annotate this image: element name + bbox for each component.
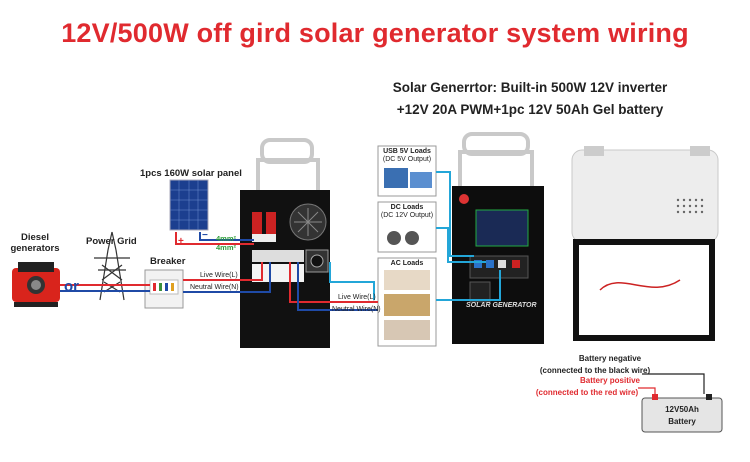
breaker-label: Breaker [150,256,186,267]
breaker-icon [144,269,184,309]
page-title: 12V/500W off gird solar generator system… [61,18,689,48]
grid-live-wire-label: Live Wire(L) [200,272,238,279]
grid-neutral-wire-label: Neutral Wire(N) [190,284,239,291]
ac-neutral-wire-label: Neutral Wire(N) [332,306,381,313]
cable-spec-negative: 4mm² [216,243,237,252]
battery-positive-note: (connected to the red wire) [535,388,639,397]
diesel-label: Diesel generators [10,232,60,254]
battery-positive-label: Battery positive [579,376,641,385]
device-brand-label: SOLAR GENERATOR [466,302,537,309]
solar-panel-icon [169,179,209,231]
battery-frame-icon [571,146,719,341]
cable-spec-positive: 4mm² [216,234,237,243]
subtitle-line-2: +12V 20A PWM+1pc 12V 50Ah Gel battery [396,102,664,117]
subtitle-line-1: Solar Generrtor: Built-in 500W 12V inver… [392,80,668,95]
wiring-lines [60,171,501,311]
power-grid-label: Power Grid [86,236,137,247]
solar-panel-label: 1pcs 160W solar panel [140,168,242,179]
dc-loads-sub-label: (DC 12V Output) [380,212,434,219]
open-generator-unit-icon [240,138,330,348]
dc-loads-box [377,201,437,253]
battery-negative-label: Battery negative [578,354,642,363]
battery-label-2: Battery [668,417,696,426]
ac-loads-label: AC Loads [390,260,424,267]
diesel-generator-icon [12,262,60,307]
ac-live-wire-label: Live Wire(L) [338,294,376,301]
solar-generator-front-icon [452,132,544,344]
battery-icon [638,373,723,433]
usb-loads-sub-label: (DC 5V Output) [382,156,432,163]
panel-minus-label: − [202,230,208,241]
dc-loads-label: DC Loads [390,204,424,211]
or-label: or [64,278,79,295]
usb-loads-label: USB 5V Loads [383,148,431,155]
panel-plus-label: + [178,236,184,247]
battery-label-1: 12V50Ah [665,405,699,414]
battery-negative-note: (connected to the black wire) [539,366,651,375]
